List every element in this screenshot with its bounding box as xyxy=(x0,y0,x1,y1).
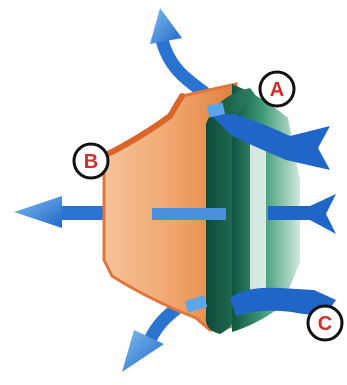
central-rod xyxy=(152,208,226,220)
callout-a-label: A xyxy=(270,79,284,101)
callout-a: A xyxy=(258,70,296,108)
callout-c-label: C xyxy=(318,313,332,335)
callout-b-circle xyxy=(72,142,110,180)
outflow-arrow-top xyxy=(150,8,213,101)
callout-b: B xyxy=(72,142,110,180)
inflow-arrow-upper xyxy=(206,102,330,170)
callout-c-circle xyxy=(306,304,344,342)
inflow-arrow-lower xyxy=(184,287,336,316)
callout-b-label: B xyxy=(84,151,98,173)
callout-a-circle xyxy=(258,70,296,108)
callout-c: C xyxy=(306,304,344,342)
inflow-arrow-middle xyxy=(268,194,336,234)
orange-body xyxy=(101,82,238,332)
outflow-arrow-left xyxy=(14,196,118,228)
